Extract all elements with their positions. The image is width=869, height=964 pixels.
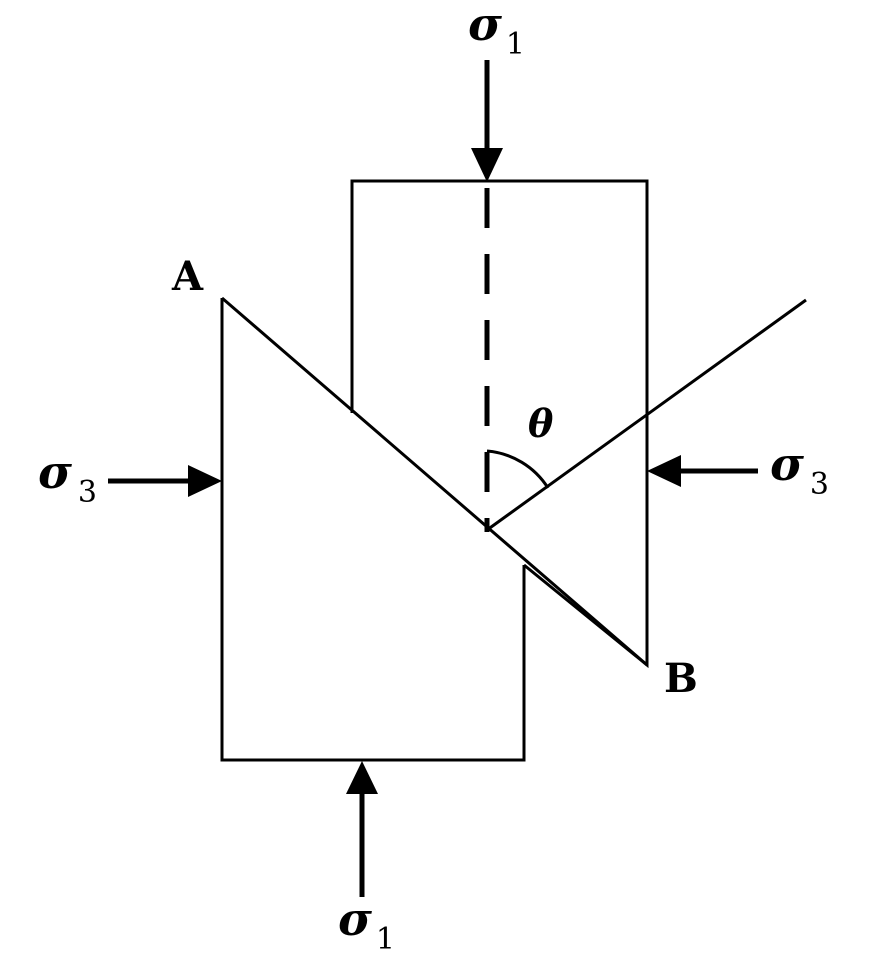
failure-plane-ab bbox=[221, 296, 648, 667]
plane-normal-line bbox=[486, 298, 807, 532]
lower-block bbox=[220, 298, 526, 762]
label-point-b: B bbox=[664, 655, 698, 702]
label-point-a: A bbox=[171, 253, 204, 300]
arrow-left-sigma3 bbox=[108, 465, 222, 497]
arrow-top-sigma1 bbox=[471, 60, 503, 182]
theta-angle-arc bbox=[486, 449, 550, 489]
label-theta: θ bbox=[528, 401, 554, 446]
upper-block bbox=[350, 179, 649, 669]
arrow-bottom-sigma1 bbox=[346, 761, 378, 897]
arrow-right-sigma3 bbox=[647, 455, 758, 487]
